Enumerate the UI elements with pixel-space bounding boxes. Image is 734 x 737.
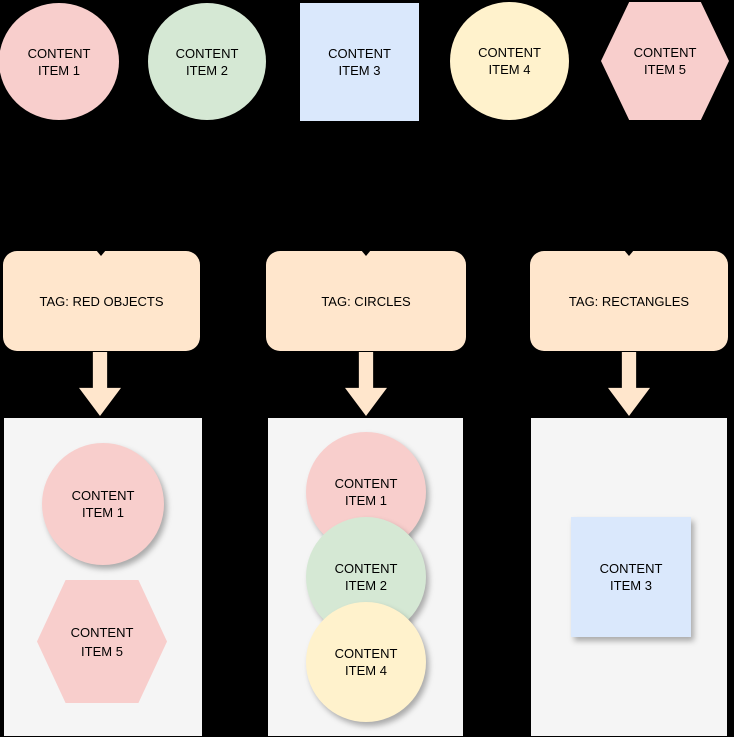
content-item-4-label-line1: CONTENT <box>478 45 541 60</box>
bin-circles-item-4: CONTENT ITEM 4 <box>306 602 426 722</box>
connector-arrowhead-icon <box>624 250 634 256</box>
bin-red-objects-item-5: CONTENT ITEM 5 <box>37 580 167 703</box>
bin-item-label-line1: CONTENT <box>599 561 663 576</box>
bin-rectangles-item-3: CONTENT ITEM 3 <box>571 517 691 637</box>
bin-item-label-line2: ITEM 5 <box>81 643 123 659</box>
bin-item-label-line2: ITEM 2 <box>345 578 387 593</box>
bin-red-objects-item-1: CONTENT ITEM 1 <box>42 443 164 565</box>
down-arrow-icon <box>345 352 387 416</box>
bin-item-label-line2: ITEM 3 <box>610 578 652 593</box>
content-item-1-label-line2: ITEM 1 <box>38 62 80 78</box>
tag-rectangles: TAG: RECTANGLES <box>530 251 728 351</box>
content-item-2-label-line1: CONTENT <box>175 45 239 61</box>
connector-arrowhead-icon <box>361 250 371 256</box>
content-item-1: CONTENT ITEM 1 <box>0 3 119 120</box>
content-item-5-label-line2: ITEM 5 <box>644 62 686 77</box>
tag-red-objects: TAG: RED OBJECTS <box>3 251 200 351</box>
content-item-1-label-line1: CONTENT <box>27 45 91 61</box>
connector-arrowhead-icon <box>96 250 106 256</box>
bin-item-label-line1: CONTENT <box>334 476 398 491</box>
bin-item-label-line2: ITEM 4 <box>345 663 387 678</box>
bin-item-label-line2: ITEM 1 <box>345 493 387 508</box>
tag-circles: TAG: CIRCLES <box>266 251 466 351</box>
bin-item-label-line1: CONTENT <box>334 561 398 576</box>
bin-item-label-line2: ITEM 1 <box>82 505 124 520</box>
bin-item-label-line1: CONTENT <box>70 624 134 640</box>
content-item-5: CONTENT ITEM 5 <box>601 2 729 120</box>
content-item-4-label-line2: ITEM 4 <box>488 62 531 77</box>
content-item-3-label-line1: CONTENT <box>328 46 391 61</box>
bin-item-label-line1: CONTENT <box>71 488 135 503</box>
content-item-4: CONTENT ITEM 4 <box>450 2 569 120</box>
tag-red-objects-label: TAG: RED OBJECTS <box>39 293 164 309</box>
content-item-3-label-line2: ITEM 3 <box>338 63 381 78</box>
content-item-5-label-line1: CONTENT <box>633 45 697 60</box>
tag-rectangles-label: TAG: RECTANGLES <box>568 293 690 309</box>
bin-item-label-line1: CONTENT <box>334 646 398 661</box>
down-arrow-icon <box>79 352 121 416</box>
content-item-2-label-line2: ITEM 2 <box>186 62 228 78</box>
tag-circles-label: TAG: CIRCLES <box>321 293 411 309</box>
content-item-3: CONTENT ITEM 3 <box>300 3 419 121</box>
content-item-2: CONTENT ITEM 2 <box>148 3 266 120</box>
down-arrow-icon <box>608 352 650 416</box>
